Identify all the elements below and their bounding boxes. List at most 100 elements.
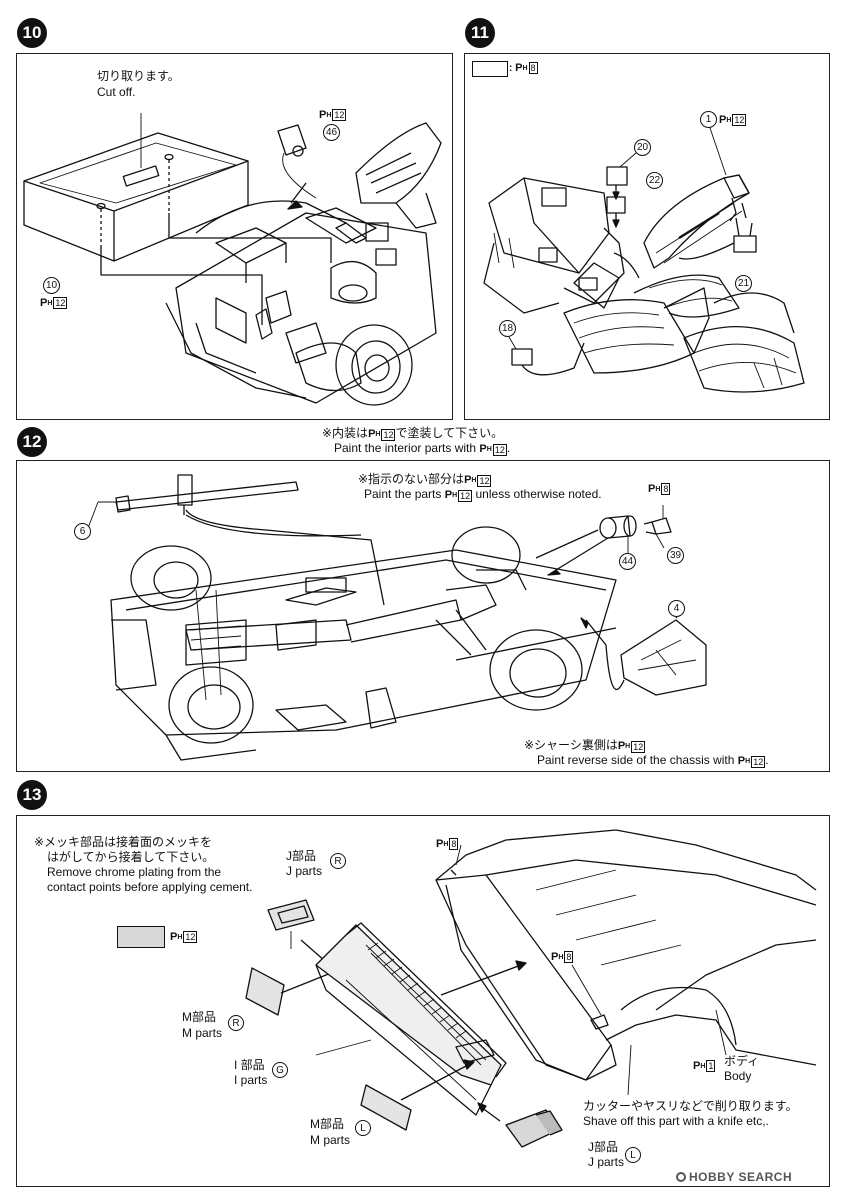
part-number-18: 18 (499, 320, 516, 337)
note-jp-prefix: ※シャーシ裏側は (524, 738, 618, 752)
chrome-note-jp-1: ※メッキ部品は接着面のメッキを (34, 835, 213, 849)
body-label-en: Body (724, 1069, 752, 1083)
note-en-prefix: Paint the parts (364, 487, 442, 501)
cut-off-label-jp: 切り取ります。 (97, 69, 180, 83)
m-parts-left-en: M parts (182, 1026, 223, 1040)
part-number-4: 4 (668, 600, 685, 617)
step-11-panel (464, 53, 830, 420)
body-label-jp: ボディ (724, 1054, 760, 1068)
paint-number: 12 (332, 109, 347, 121)
sprue-letter-r: R (330, 853, 346, 869)
paint-number: 12 (477, 474, 492, 487)
part-number-46: 46 (323, 124, 340, 141)
i-parts-en: I parts (234, 1073, 268, 1087)
shave-note-en: Shave off this part with a knife etc,. (583, 1114, 769, 1128)
step-number: 13 (22, 785, 42, 804)
paint-number: 8 (449, 838, 459, 850)
step-10-panel (16, 53, 453, 420)
paint-number: 12 (458, 489, 473, 502)
watermark-text: HOBBY SEARCH (689, 1170, 793, 1184)
note-en-text: Paint the interior parts with (334, 441, 477, 455)
j-parts-top-jp: J部品 (286, 849, 317, 863)
legend-swatch-white (472, 61, 508, 77)
m-parts-left-jp: M部品 (182, 1010, 216, 1024)
part-number-39: 39 (667, 547, 684, 564)
part-number-22: 22 (646, 172, 663, 189)
paint-number: 12 (53, 297, 68, 309)
j-parts-top-en: J parts (286, 864, 323, 878)
j-parts-bottom-jp: J部品 (588, 1140, 619, 1154)
cut-off-label-en: Cut off. (97, 85, 136, 99)
chrome-note-en-1: Remove chrome plating from the (47, 865, 222, 879)
sprue-letter-l: L (355, 1120, 371, 1136)
part-number-1: 1 (700, 111, 717, 128)
paint-number: 12 (732, 114, 747, 126)
paint-number: 12 (492, 443, 507, 456)
step-12-panel (16, 460, 830, 772)
part-number-6: 6 (74, 523, 91, 540)
step-number: 10 (22, 23, 42, 42)
note-en-suffix: unless otherwise noted. (475, 487, 602, 501)
step-12-illustration (87, 474, 707, 761)
watermark-mark-icon (676, 1172, 686, 1182)
paint-number: 12 (631, 740, 646, 753)
step-number: 11 (471, 23, 489, 42)
paint-number: 1 (706, 1060, 716, 1072)
paint-number: 12 (751, 755, 766, 768)
shave-note-jp: カッターやヤスリなどで削り取ります。 (583, 1099, 798, 1113)
m-parts-bottom-jp: M部品 (310, 1117, 344, 1131)
m-parts-bottom-en: M parts (310, 1133, 351, 1147)
step-11-illustration (483, 124, 805, 393)
step-13-illustration (245, 829, 817, 1148)
chrome-note-jp-2: はがしてから接着して下さい。 (47, 850, 215, 864)
sprue-letter-l: L (625, 1147, 641, 1163)
part-number-10: 10 (43, 277, 60, 294)
step-12-badge: 12 (17, 427, 47, 457)
paint-number: 8 (528, 62, 538, 74)
note-jp-prefix: ※内装は (322, 426, 369, 440)
j-parts-bottom-en: J parts (588, 1155, 625, 1169)
step-number: 12 (22, 432, 42, 451)
note-jp-prefix: ※指示のない部分は (358, 472, 465, 486)
legend-swatch-grey (117, 926, 165, 948)
step-13-panel (16, 815, 830, 1187)
part-number-44: 44 (619, 553, 636, 570)
step-13-badge: 13 (17, 780, 47, 810)
note-jp-suffix: で塗装して下さい。 (395, 426, 504, 440)
step-10-illustration (23, 113, 442, 406)
step-10-badge: 10 (17, 18, 47, 48)
paint-number: 8 (564, 951, 574, 963)
part-number-20: 20 (634, 139, 651, 156)
sprue-letter-r: R (228, 1015, 244, 1031)
part-number-21: 21 (735, 275, 752, 292)
sprue-letter-g: G (272, 1062, 288, 1078)
paint-number: 8 (661, 483, 671, 495)
paint-number: 12 (183, 931, 198, 943)
chrome-note-en-2: contact points before applying cement. (47, 880, 253, 894)
watermark-logo: HOBBY SEARCH (676, 1170, 792, 1184)
paint-number: 12 (381, 428, 396, 441)
step-11-badge: 11 (465, 18, 495, 48)
note-en-prefix: Paint reverse side of the chassis with (537, 753, 735, 767)
i-parts-jp: I 部品 (234, 1058, 265, 1072)
